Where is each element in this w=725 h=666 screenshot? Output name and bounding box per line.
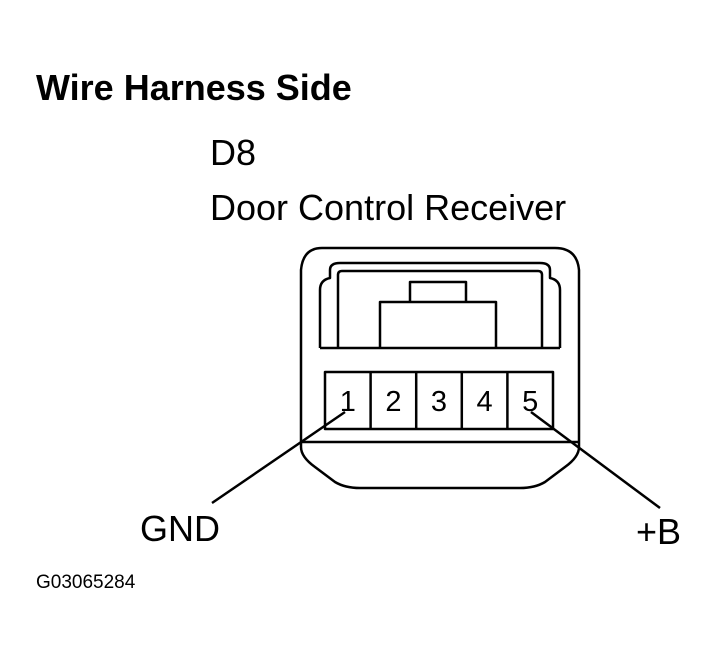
pin-number: 1 [340,386,356,418]
lock-tab [408,280,468,302]
pin-number: 4 [477,386,493,418]
pin-number: 5 [522,386,538,418]
connector-name: Door Control Receiver [210,187,567,228]
plus-b-callout-label: +B [636,511,682,552]
gnd-callout-label: GND [140,508,220,549]
connector-code: D8 [210,132,257,173]
pin-number: 3 [431,386,447,418]
connector-housing-outline [299,246,581,490]
lock-frame-inner [336,269,544,348]
plus-b-leader-line [530,410,661,510]
lock-tab-base [378,300,498,348]
lock-frame [318,261,562,348]
gnd-leader-line [211,410,346,505]
figure-id: G03065284 [36,572,136,593]
diagram-title: Wire Harness Side [36,67,352,108]
pin-number: 2 [385,386,401,418]
pin-cavity-block [323,370,555,431]
